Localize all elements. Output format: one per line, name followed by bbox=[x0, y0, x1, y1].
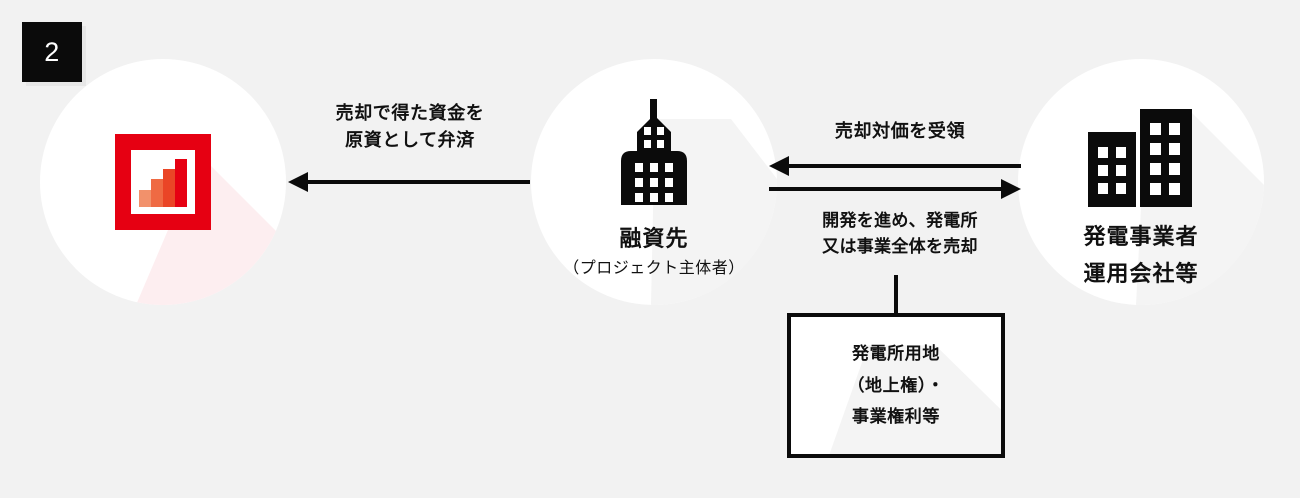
asset-rights-line2: （地上権）・ bbox=[847, 375, 945, 395]
caption-repayment-line1: 売却で得た資金を bbox=[335, 103, 485, 123]
arrow-development-sale-head bbox=[1001, 179, 1021, 199]
caption-development-sale-line1: 開発を進め、発電所 bbox=[822, 211, 978, 230]
caption-repayment-line2: 原資として弁済 bbox=[345, 130, 475, 150]
power-operator-title-line2: 運用会社等 bbox=[1083, 261, 1199, 287]
arrow-sale-proceeds-line bbox=[789, 164, 1021, 168]
caption-development-sale-line2: 又は事業全体を売却 bbox=[822, 236, 978, 256]
borrower-subtitle: （プロジェクト主体者） bbox=[563, 260, 745, 278]
two-buildings-icon bbox=[1088, 109, 1196, 212]
funding-source-circle bbox=[40, 59, 286, 305]
bar-chart-bars bbox=[139, 159, 187, 207]
step-number-label: 2 bbox=[44, 36, 60, 67]
borrower-label: 融資先 （プロジェクト主体者） bbox=[494, 224, 814, 279]
arrow-development-sale-line bbox=[769, 187, 1001, 191]
asset-box-connector bbox=[894, 275, 898, 315]
arrow-repayment-head bbox=[288, 172, 308, 192]
caption-development-sale: 開発を進め、発電所 又は事業全体を売却 bbox=[780, 208, 1020, 259]
caption-repayment: 売却で得た資金を 原資として弁済 bbox=[300, 100, 520, 154]
borrower-title: 融資先 bbox=[619, 226, 689, 251]
caption-sale-proceeds-line1: 売却対価を受領 bbox=[834, 121, 966, 141]
arrow-repayment-line bbox=[308, 180, 530, 184]
circle-long-shadow bbox=[136, 155, 286, 305]
chart-bar-4 bbox=[175, 159, 187, 207]
chart-bar-3 bbox=[163, 168, 175, 207]
bar-chart-icon bbox=[115, 134, 211, 230]
tower-building-icon bbox=[615, 99, 693, 210]
chart-bar-1 bbox=[139, 190, 151, 207]
asset-rights-line1: 発電所用地 bbox=[851, 344, 940, 364]
asset-rights-text: 発電所用地 （地上権）・ 事業権利等 bbox=[847, 338, 944, 432]
asset-rights-line3: 事業権利等 bbox=[851, 407, 940, 427]
asset-rights-box: 発電所用地 （地上権）・ 事業権利等 bbox=[787, 313, 1005, 458]
asset-box-long-shadow bbox=[829, 345, 1001, 454]
power-operator-title-line1: 発電事業者 bbox=[1083, 224, 1199, 249]
arrow-sale-proceeds-head bbox=[769, 156, 789, 176]
chart-bar-2 bbox=[151, 179, 163, 207]
power-operator-label: 発電事業者 運用会社等 bbox=[981, 222, 1300, 288]
step-number-badge: 2 bbox=[22, 22, 82, 82]
caption-sale-proceeds: 売却対価を受領 bbox=[782, 118, 1018, 145]
